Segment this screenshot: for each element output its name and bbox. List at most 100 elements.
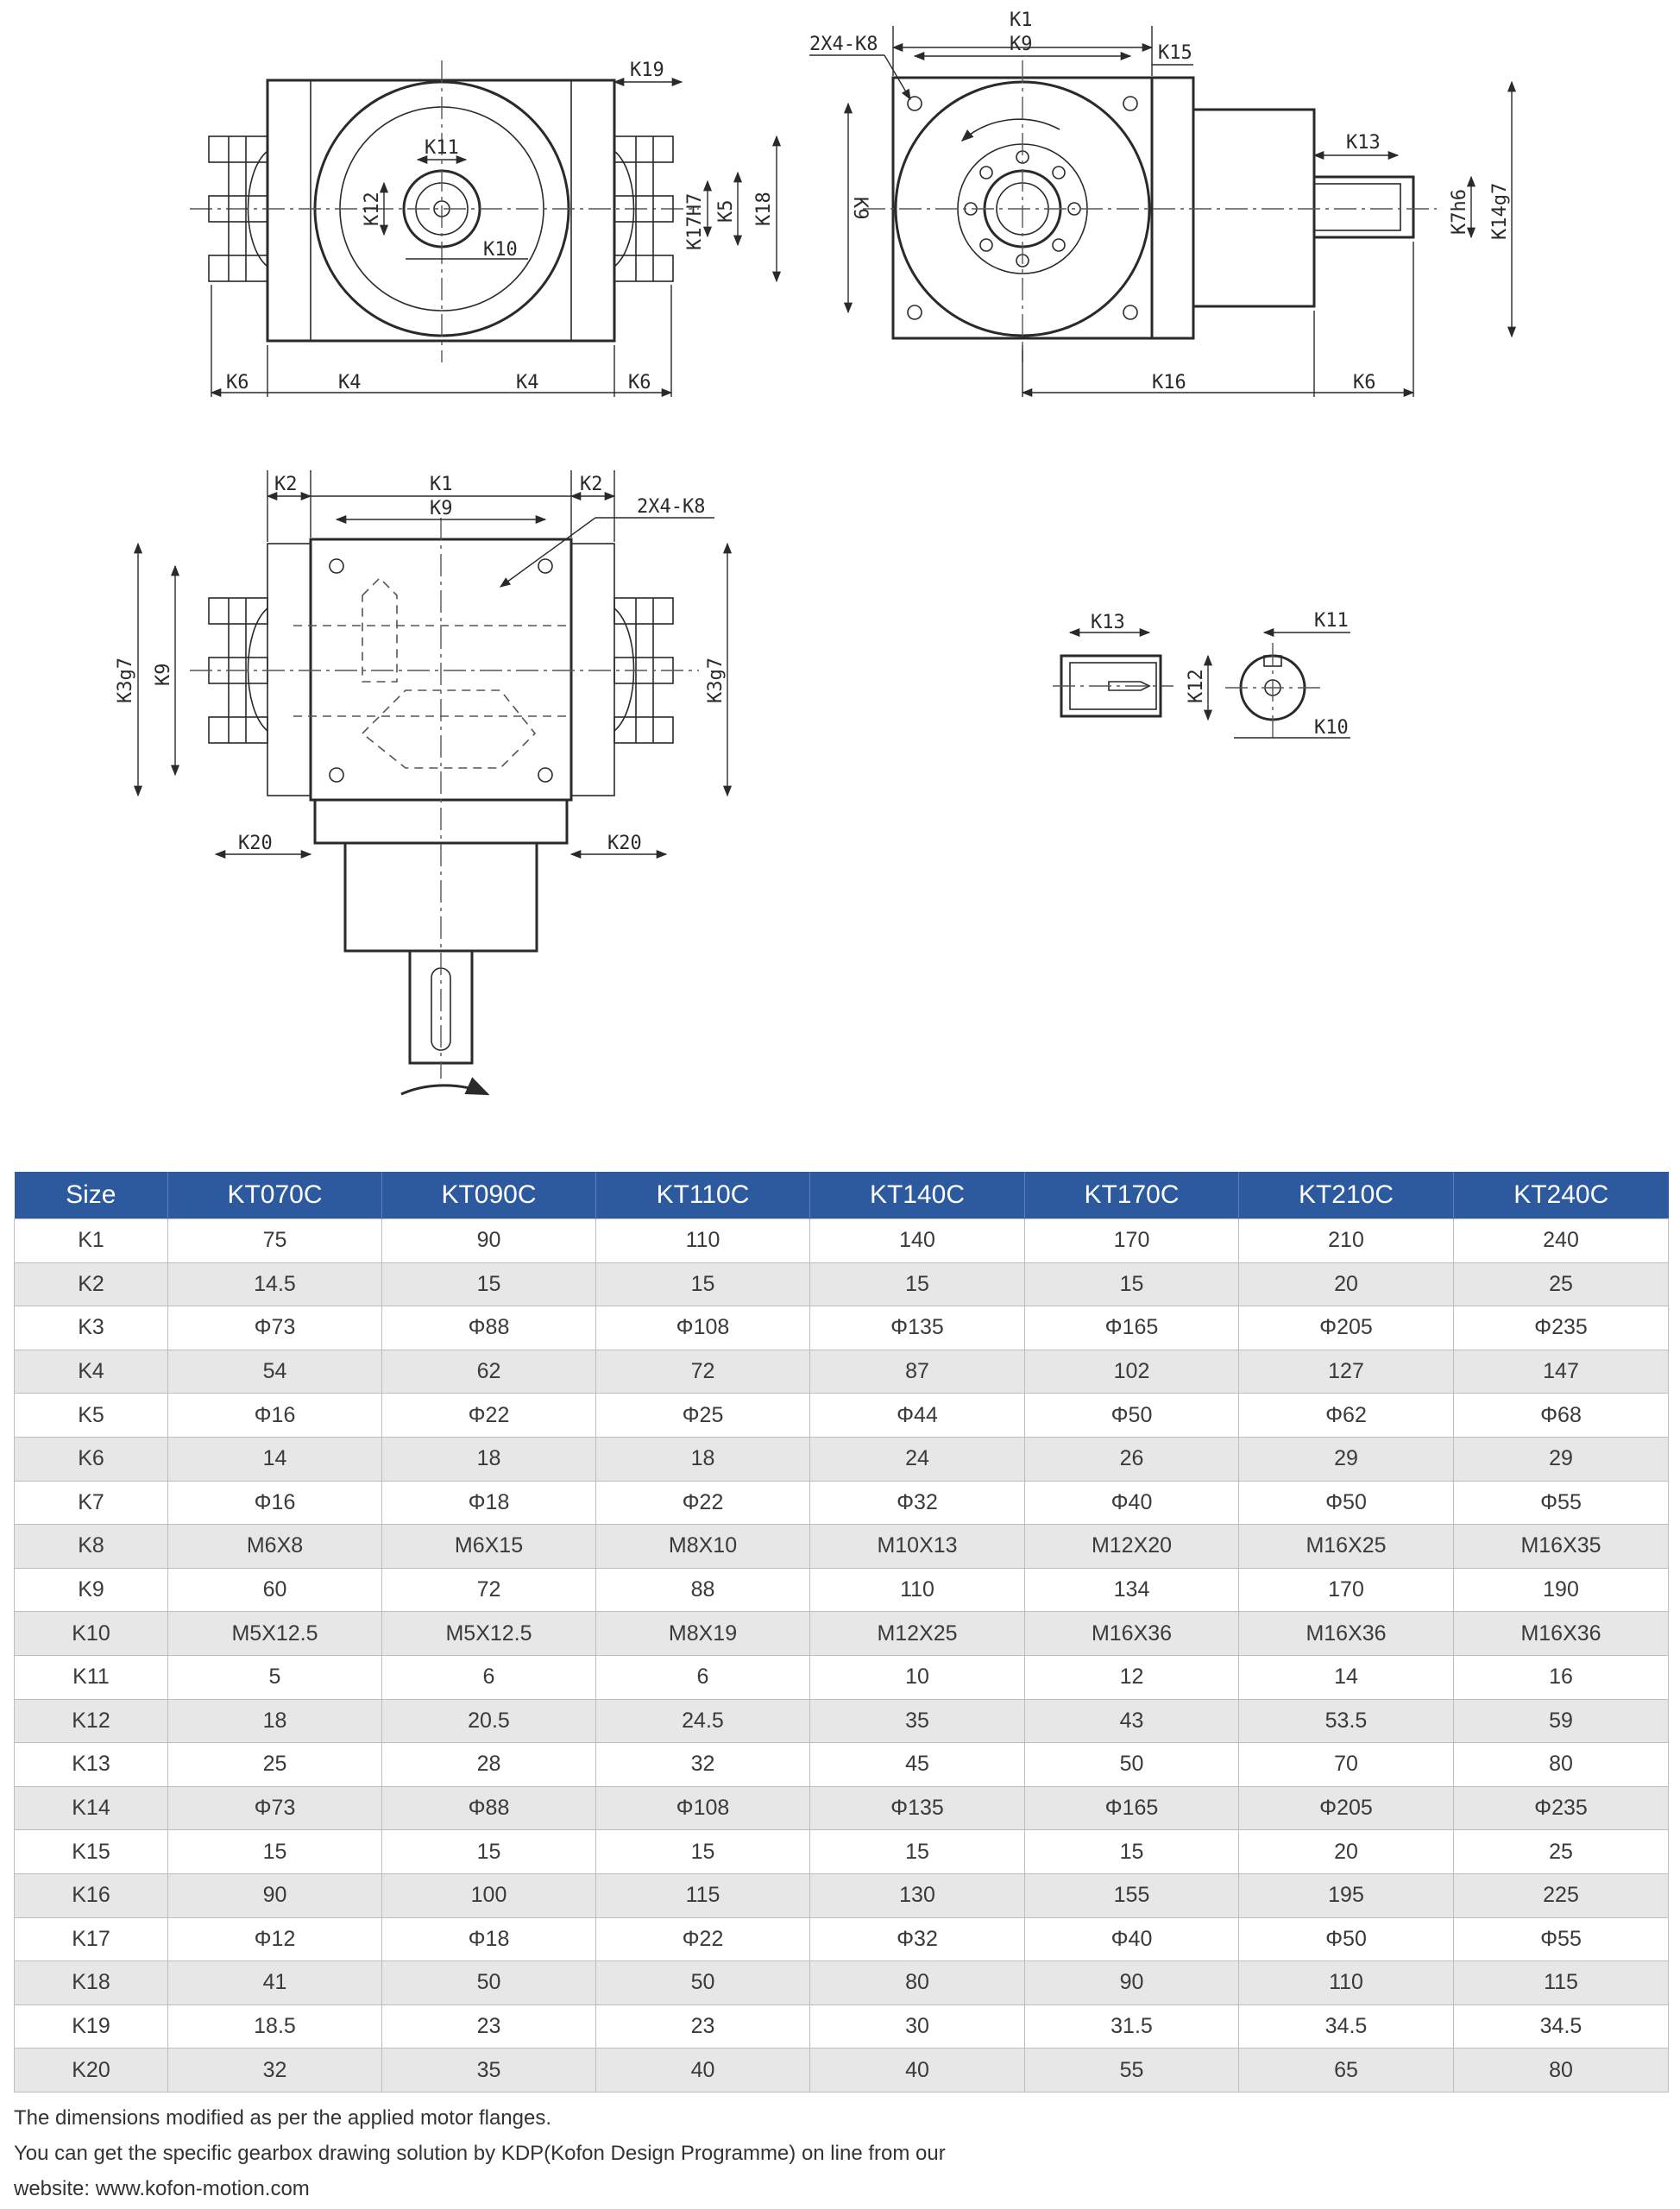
header-kt170c: KT170C	[1024, 1172, 1239, 1219]
row-label-cell: K3	[14, 1306, 168, 1350]
table-cell: 87	[809, 1349, 1025, 1394]
header-kt140c: KT140C	[809, 1172, 1025, 1219]
table-cell: Φ50	[1238, 1480, 1454, 1526]
table-cell: 25	[1453, 1829, 1669, 1874]
table-cell: 80	[1453, 2048, 1669, 2093]
dim-k10: K10	[483, 239, 518, 261]
table-cell: M5X12.5	[381, 1611, 596, 1656]
table-cell: 20.5	[381, 1698, 596, 1744]
table-cell: 110	[809, 1567, 1025, 1613]
table-cell: Φ18	[381, 1480, 596, 1526]
top-view: K19 K11 K12 K10 K17H7 K5 K18 K6 K4 K4 K6	[190, 60, 782, 398]
header-kt090c: KT090C	[381, 1172, 596, 1219]
note-line-2: You can get the specific gearbox drawing…	[14, 2142, 946, 2165]
table-cell: 65	[1238, 2048, 1454, 2093]
row-label-cell: K20	[14, 2048, 168, 2093]
table-cell: Φ18	[381, 1916, 596, 1962]
table-cell: Φ108	[595, 1306, 810, 1350]
table-cell: M16X36	[1024, 1611, 1239, 1656]
table-cell: 225	[1453, 1872, 1669, 1918]
table-cell: M10X13	[809, 1524, 1025, 1569]
header-kt240c: KT240C	[1453, 1172, 1669, 1219]
table-cell: 30	[809, 2004, 1025, 2049]
table-cell: 34.5	[1453, 2004, 1669, 2049]
table-cell: 25	[167, 1742, 382, 1787]
table-cell: M16X36	[1238, 1611, 1454, 1656]
table-cell: Φ62	[1238, 1393, 1454, 1438]
dim-k11: K11	[425, 137, 459, 159]
table-cell: 43	[1024, 1698, 1239, 1744]
table-cell: Φ68	[1453, 1393, 1669, 1438]
table-cell: 54	[167, 1349, 382, 1394]
table-cell: Φ235	[1453, 1785, 1669, 1831]
table-cell: 127	[1238, 1349, 1454, 1394]
table-cell: 12	[1024, 1654, 1239, 1700]
table-cell: 72	[595, 1349, 810, 1394]
table-cell: Φ165	[1024, 1306, 1239, 1350]
table-cell: 31.5	[1024, 2004, 1239, 2049]
table-cell: 15	[381, 1829, 596, 1874]
table-cell: 15	[1024, 1829, 1239, 1874]
table-cell: 70	[1238, 1742, 1454, 1787]
dim-k12-detail: K12	[1186, 669, 1207, 703]
table-cell: 18	[595, 1436, 810, 1482]
dim-k18: K18	[753, 192, 775, 226]
table-cell: 40	[595, 2048, 810, 2093]
table-cell: Φ16	[167, 1480, 382, 1526]
row-label-cell: K15	[14, 1829, 168, 1874]
table-cell: Φ73	[167, 1785, 382, 1831]
row-label-cell: K5	[14, 1393, 168, 1438]
dim-k12: K12	[362, 192, 383, 226]
technical-drawing: K19 K11 K12 K10 K17H7 K5 K18 K6 K4 K4 K6	[115, 9, 1517, 1096]
table-cell: Φ55	[1453, 1916, 1669, 1962]
dim-k11-detail: K11	[1314, 610, 1349, 632]
dim-k6-side: K6	[1353, 372, 1376, 393]
table-cell: 100	[381, 1872, 596, 1918]
table-cell: 26	[1024, 1436, 1239, 1482]
header-kt070c: KT070C	[167, 1172, 382, 1219]
table-cell: Φ88	[381, 1306, 596, 1350]
header-kt210c: KT210C	[1238, 1172, 1454, 1219]
table-cell: 55	[1024, 2048, 1239, 2093]
table-cell: 25	[1453, 1262, 1669, 1307]
table-cell: 6	[595, 1654, 810, 1700]
row-label-cell: K9	[14, 1567, 168, 1613]
table-cell: M6X8	[167, 1524, 382, 1569]
table-cell: 20	[1238, 1262, 1454, 1307]
dim-k4-left: K4	[338, 372, 362, 393]
table-cell: M8X19	[595, 1611, 810, 1656]
table-cell: Φ22	[595, 1916, 810, 1962]
row-label-cell: K12	[14, 1698, 168, 1744]
dim-k9-vertical: K9	[849, 197, 871, 220]
table-cell: 29	[1453, 1436, 1669, 1482]
dimensions-table: Size KT070C KT090C KT110C KT140C KT170C …	[14, 1172, 1669, 2093]
table-cell: Φ50	[1238, 1916, 1454, 1962]
dim-k9: K9	[1010, 34, 1033, 55]
hole-callout-front: 2X4-K8	[637, 496, 705, 518]
dim-k4-right: K4	[516, 372, 539, 393]
table-cell: 24	[809, 1436, 1025, 1482]
dim-k15: K15	[1158, 42, 1192, 64]
dim-k9-front-vertical: K9	[153, 664, 174, 687]
table-cell: 15	[167, 1829, 382, 1874]
row-label-cell: K17	[14, 1916, 168, 1962]
dim-k14g7: K14g7	[1489, 183, 1511, 240]
table-cell: M8X10	[595, 1524, 810, 1569]
notes: The dimensions modified as per the appli…	[14, 2100, 1653, 2206]
table-cell: 15	[595, 1262, 810, 1307]
dimensions-table-wrapper: Size KT070C KT090C KT110C KT140C KT170C …	[14, 1172, 1669, 2093]
left-flange-bolts	[208, 135, 268, 282]
table-cell: M16X35	[1453, 1524, 1669, 1569]
